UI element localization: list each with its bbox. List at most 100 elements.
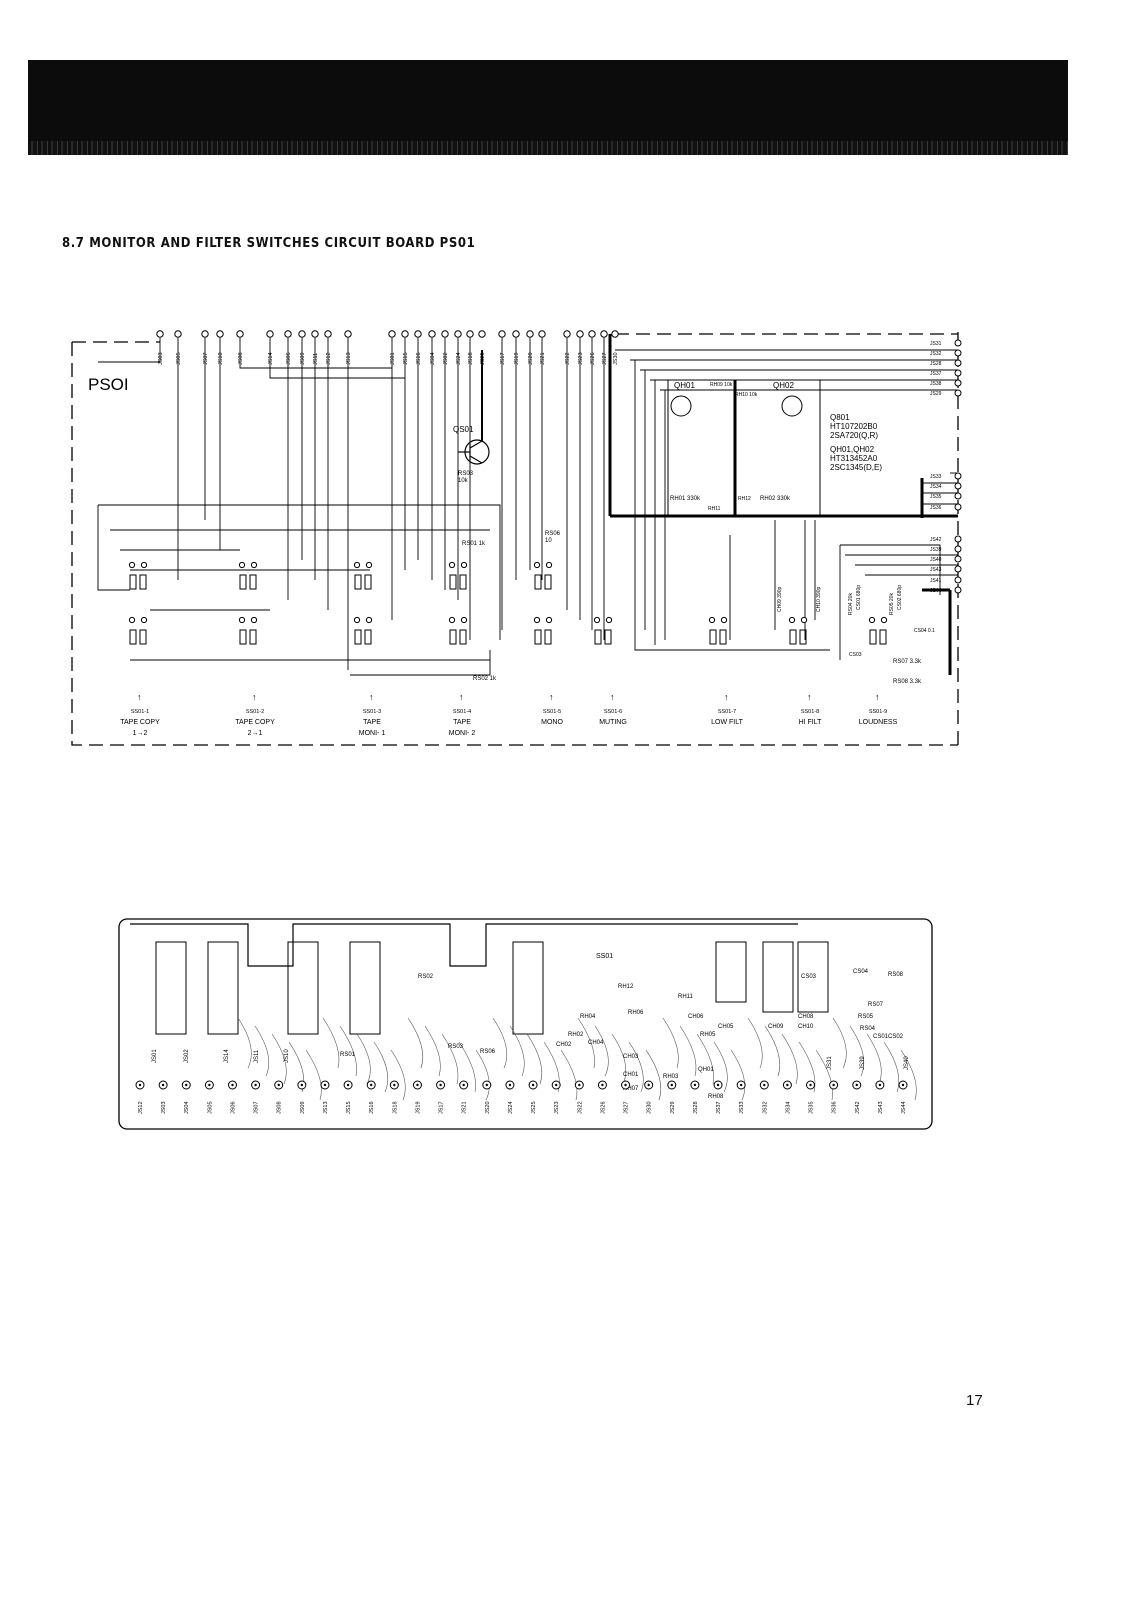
pcb-trace	[441, 1033, 459, 1085]
pcb-jack-js32-label: JS32	[762, 1101, 768, 1114]
pcb-part-label: RS02	[418, 974, 434, 980]
pcb-pad-hole	[323, 1083, 327, 1087]
pcb-jack-js30-label: JS30	[647, 1101, 653, 1114]
label-rs03: RS03	[458, 471, 474, 477]
jack-js23-label: JS23	[578, 352, 584, 365]
switch-contact	[239, 574, 247, 590]
label-cs03: CS03	[849, 652, 862, 658]
jack-js11-label: JS11	[313, 353, 319, 365]
jack-js12-label: JS12	[326, 352, 332, 365]
pcb-part-label: QH01	[698, 1067, 714, 1073]
pcb-jack-js43-label: JS43	[878, 1101, 884, 1114]
label-cs02: CS02 680p	[897, 585, 903, 610]
jack-js30-terminal	[611, 330, 619, 338]
jack-js35-label: JS35	[930, 494, 942, 500]
label-rs06-value: 10	[545, 538, 552, 544]
switch-terminal	[140, 561, 148, 569]
pcb-trace	[390, 1049, 406, 1101]
jack-js12-terminal	[324, 330, 332, 338]
jack-js11-terminal	[311, 330, 319, 338]
pcb-trace	[271, 1033, 287, 1085]
pcb-layout: SS01 RS02RS01RS03RS06RH12RH11RH02RH04RH0…	[118, 918, 933, 1130]
pcb-pad-hole	[693, 1083, 697, 1087]
jack-js28-terminal	[954, 359, 962, 367]
board-label-ps01: PSOI	[88, 375, 129, 394]
switch-pointer-arrow: ↑	[610, 692, 615, 702]
pcb-top-notches	[130, 923, 798, 967]
pcb-jack-js20-label: JS20	[485, 1101, 491, 1114]
label-rh12: RH12	[738, 496, 751, 502]
switch-contact	[129, 629, 137, 645]
pcb-jack-js17-label: JS17	[439, 1101, 445, 1114]
pcb-part-label: CH08	[798, 1014, 814, 1020]
label-qh01: QH01	[674, 381, 695, 390]
switch-terminal	[880, 616, 888, 624]
jack-js42-terminal	[954, 535, 962, 543]
pcb-pad-hole	[763, 1083, 766, 1087]
jack-js20-label: JS20	[528, 352, 534, 365]
pcb-jack-js26-label: JS26	[600, 1101, 606, 1114]
pcb-jack-js16-label: JS16	[369, 1101, 375, 1114]
jack-js39-terminal	[954, 545, 962, 553]
jack-js06-label: JS06	[286, 352, 292, 365]
wire	[98, 504, 501, 640]
pcb-trace	[679, 1025, 697, 1077]
pcb-pad-hole	[161, 1083, 165, 1087]
switch-contact	[459, 629, 467, 645]
transistor-note: HT107202B0	[830, 422, 878, 431]
switch-ss01-2-sublabel: 2→1	[248, 730, 263, 737]
switch-contact	[544, 629, 552, 645]
switch-contact	[354, 629, 362, 645]
pcb-trace	[424, 1025, 441, 1077]
pcb-trace	[475, 1049, 490, 1101]
jack-js16-label: JS16	[416, 352, 422, 365]
pcb-switch-block	[715, 941, 747, 1003]
pcb-part-label: CH04	[588, 1040, 604, 1046]
jack-js37-terminal	[954, 369, 962, 377]
transistor-note: 2SA720(Q,R)	[830, 431, 878, 440]
switch-ss01-8-ref: SS01-8	[801, 709, 819, 715]
switch-terminal	[460, 561, 468, 569]
jack-js28-label: JS28	[930, 361, 942, 367]
jack-js10-label: JS10	[218, 352, 224, 365]
pcb-mid-jack-label: JS11	[254, 1049, 260, 1063]
pcb-board-label: SS01	[596, 953, 613, 960]
pcb-switch-block	[155, 941, 187, 1035]
jack-js29-terminal	[954, 389, 962, 397]
jack-js33-label: JS33	[930, 474, 942, 480]
jack-js32-terminal	[954, 349, 962, 357]
pcb-part-label: RH04	[580, 1014, 596, 1020]
switch-terminal	[238, 561, 246, 569]
switch-ss01-6-label: MUTING	[599, 719, 627, 726]
pcb-jack-js18-label: JS18	[392, 1101, 398, 1114]
pcb-right-jack-label: JS40	[904, 1056, 910, 1070]
switch-terminal	[533, 616, 541, 624]
pcb-trace	[645, 1049, 662, 1101]
wire	[239, 338, 392, 369]
switch-contact	[364, 629, 372, 645]
switch-terminal	[365, 561, 373, 569]
label-rs08: RS08 3.3k	[893, 679, 922, 685]
pcb-part-label: CS02	[888, 1034, 904, 1040]
jack-js44-terminal	[954, 586, 962, 594]
switch-terminal	[868, 616, 876, 624]
pcb-pad-hole	[786, 1083, 789, 1087]
pcb-trace	[849, 1025, 864, 1077]
pcb-pad-hole	[208, 1083, 211, 1087]
label-qs01: QS01	[453, 425, 474, 434]
switch-contact	[869, 629, 877, 645]
jack-js31-terminal	[954, 339, 962, 347]
switch-ss01-4-sublabel: MONI- 2	[449, 730, 476, 737]
jack-js04-label: JS04	[430, 352, 436, 365]
pcb-jack-js44-label: JS44	[901, 1101, 907, 1114]
jack-js21-label: JS21	[540, 352, 546, 365]
jack-js17-label: JS17	[500, 352, 506, 365]
pcb-part-label: CH05	[718, 1024, 734, 1030]
pcb-jack-js24-label: JS24	[508, 1101, 514, 1114]
banner-texture	[28, 141, 1068, 155]
switch-terminal	[250, 616, 258, 624]
pcb-right-jack-label: JS31	[827, 1056, 833, 1070]
pcb-switch-block	[207, 941, 239, 1035]
